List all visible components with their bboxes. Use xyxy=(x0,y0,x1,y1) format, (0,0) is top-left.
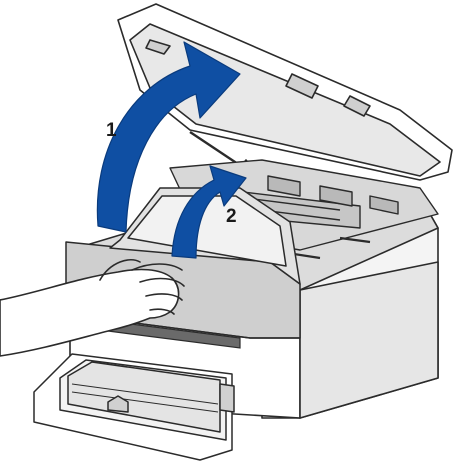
scanner-frame xyxy=(109,187,301,285)
step-1-label: 1 xyxy=(106,120,117,141)
paper-tray xyxy=(33,353,235,461)
step-2-label: 2 xyxy=(226,206,237,227)
hand-icon xyxy=(0,258,185,357)
curved-arrow-up-icon xyxy=(96,41,241,233)
curved-arrow-up-icon xyxy=(171,165,247,259)
